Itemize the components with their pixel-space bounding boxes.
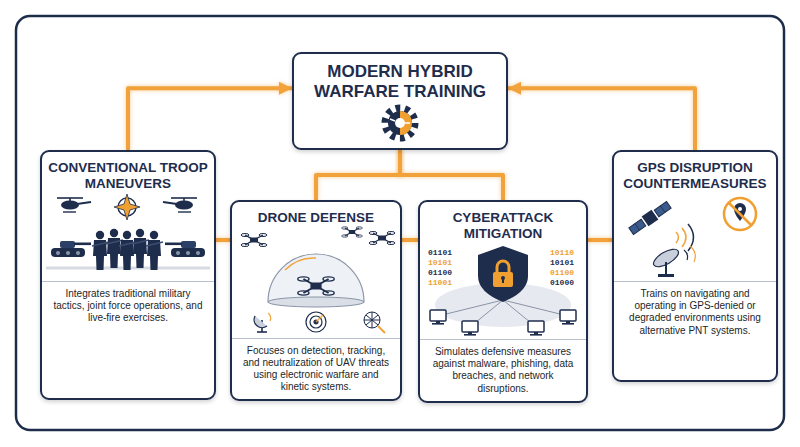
gps-illustration — [642, 210, 659, 227]
gear-icon — [388, 111, 412, 135]
gear-icon — [385, 108, 415, 138]
troop-illustration — [114, 194, 140, 220]
connector-line — [216, 238, 230, 242]
gps-illustration — [660, 206, 665, 213]
illustration-space — [42, 191, 214, 281]
drone-illustration — [285, 258, 316, 270]
drone-illustration — [342, 227, 363, 237]
connector-line — [402, 238, 418, 242]
drone-illustration — [241, 227, 395, 333]
troop-illustration — [106, 229, 123, 268]
box-heading: DRONE DEFENSE — [232, 202, 400, 226]
gear-icon — [390, 119, 395, 121]
cyber-illustration — [493, 272, 513, 287]
drone-illustration — [369, 232, 395, 245]
drone-illustration — [366, 315, 378, 325]
gps-illustration — [724, 198, 756, 230]
drone-illustration — [306, 312, 326, 332]
box-heading: CONVENTIONAL TROOP MANEUVERS — [42, 152, 214, 191]
drone-illustration — [364, 312, 385, 333]
gps-illustration — [729, 203, 751, 225]
drone-illustration — [298, 277, 334, 295]
box-description: Trains on navigating and operating in GP… — [614, 281, 776, 343]
drone-illustration — [241, 234, 267, 247]
topic-box: GPS DISRUPTION COUNTERMEASURES Trains on … — [612, 150, 778, 382]
illustration-space — [232, 226, 400, 338]
box-heading: GPS DISRUPTION COUNTERMEASURES — [614, 152, 776, 191]
drone-illustration — [268, 297, 364, 307]
troop-illustration — [57, 198, 91, 212]
drone-illustration — [254, 313, 271, 332]
topic-box: CYBERATTACK MITIGATION Simulates defensiv… — [418, 200, 588, 403]
cyber-illustration — [528, 321, 544, 336]
title-box: MODERN HYBRID WARFARE TRAINING — [292, 52, 508, 150]
troop-illustration — [165, 241, 205, 257]
gps-illustration — [684, 250, 688, 260]
gps-illustration — [658, 274, 674, 277]
troop-illustration — [51, 241, 91, 257]
gps-illustration — [635, 224, 640, 231]
binary-digits: 10110 — [550, 249, 574, 257]
drone-illustration — [306, 312, 326, 332]
box-heading: CYBERATTACK MITIGATION — [420, 202, 586, 241]
troop-illustration — [46, 194, 210, 270]
box-description: Simulates defensive measures against mal… — [420, 339, 586, 401]
binary-digits: 10101 — [428, 259, 452, 267]
connector-line — [128, 88, 292, 150]
binary-digits: 01101 — [428, 249, 452, 257]
drone-illustration — [254, 316, 267, 328]
drone-illustration — [366, 315, 378, 325]
topic-box: CONVENTIONAL TROOP MANEUVERS Integrates t… — [40, 150, 216, 400]
gear-icon — [395, 118, 405, 128]
gps-illustration — [628, 200, 673, 236]
illustration-space — [614, 191, 776, 281]
drone-illustration — [364, 312, 380, 328]
binary-digits: 01000 — [550, 279, 574, 287]
binary-digits: 01100 — [550, 269, 574, 277]
box-description: Integrates traditional military tactics,… — [42, 281, 214, 331]
gps-illustration — [684, 246, 695, 262]
connector-line — [588, 238, 612, 242]
drone-illustration — [378, 326, 385, 333]
cyber-illustration — [430, 310, 446, 325]
topic-box: DRONE DEFENSE Focuses on detection, track… — [230, 200, 402, 401]
connector-line — [508, 88, 695, 150]
binary-digits: 01100 — [428, 269, 452, 277]
drone-illustration — [268, 254, 364, 302]
drone-illustration — [316, 315, 323, 322]
gps-illustration — [628, 198, 756, 277]
cyber-illustration — [560, 310, 576, 325]
box-heading: MODERN HYBRID WARFARE TRAINING — [294, 54, 506, 101]
connector-line — [316, 150, 400, 200]
gps-illustration — [676, 232, 679, 243]
troop-illustration — [163, 198, 197, 212]
gps-illustration — [738, 207, 742, 211]
drone-illustration — [257, 331, 267, 333]
gps-illustration — [665, 262, 667, 274]
box-description: Focuses on detection, tracking, and neut… — [232, 338, 400, 400]
binary-digits: 10101 — [550, 259, 574, 267]
troop-illustration — [146, 231, 163, 270]
cyber-illustration — [438, 300, 568, 327]
gear-icon — [385, 108, 415, 138]
gps-illustration — [654, 202, 671, 217]
drone-illustration — [310, 316, 322, 328]
gps-illustration — [682, 228, 686, 247]
gps-illustration — [629, 219, 646, 234]
outer-frame — [16, 16, 784, 430]
cyber-illustration — [462, 321, 478, 336]
cyber-illustration — [497, 261, 509, 273]
cyber-illustration — [478, 246, 528, 302]
drone-illustration — [268, 313, 271, 321]
gps-illustration — [690, 246, 695, 262]
binary-digits: 11001 — [428, 279, 452, 287]
cyber-illustration — [502, 279, 504, 283]
troop-illustration — [114, 194, 140, 220]
illustration-space — [294, 101, 506, 147]
gear-icon — [405, 122, 410, 124]
troop-illustration — [132, 229, 149, 268]
connector-line — [400, 150, 503, 200]
troop-illustration — [92, 231, 109, 270]
